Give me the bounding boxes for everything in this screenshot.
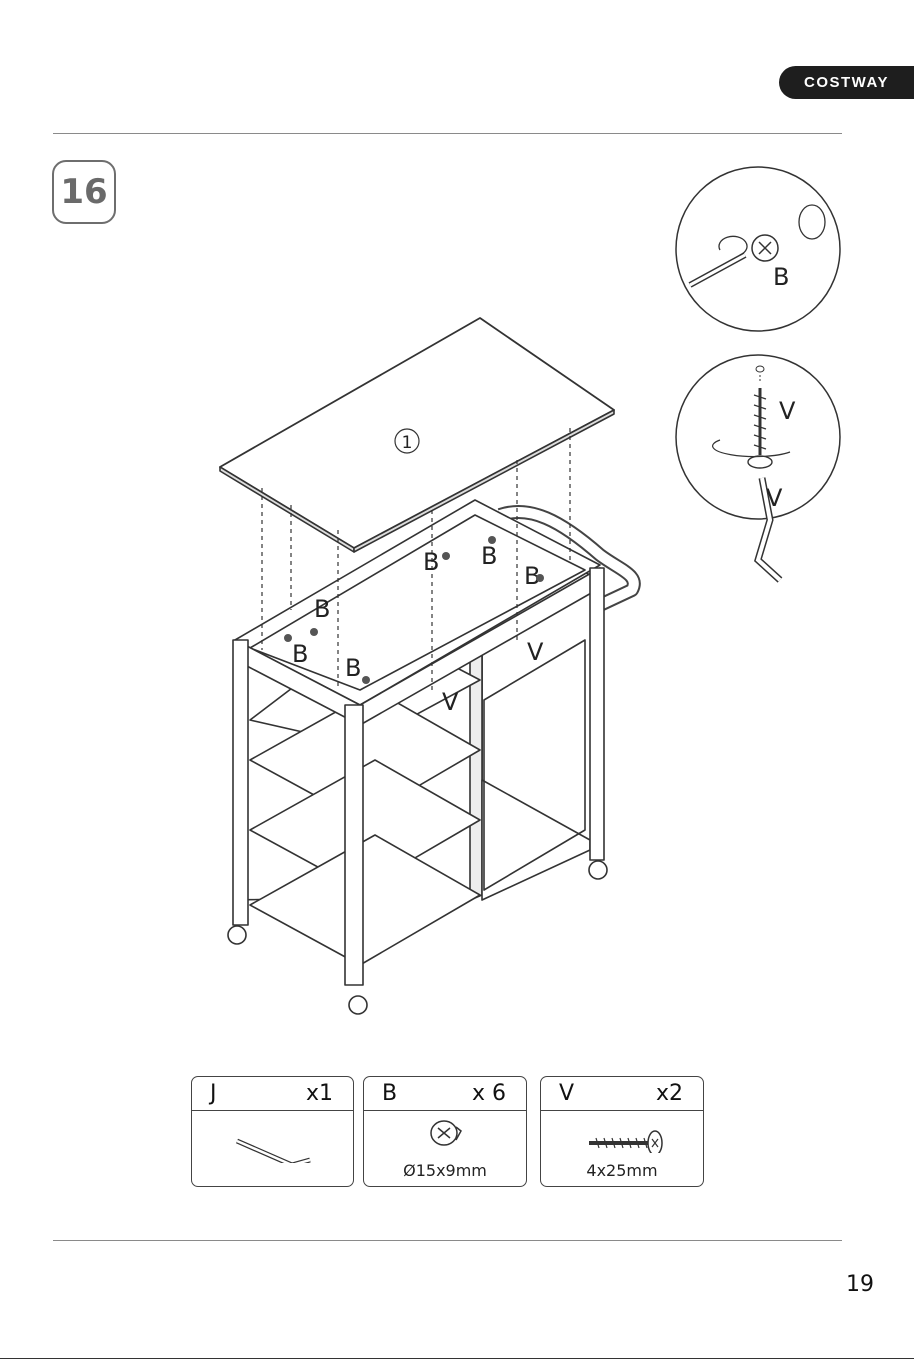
panel-number: 1 — [402, 433, 413, 453]
page-number: 19 — [846, 1272, 874, 1297]
caster-1 — [228, 926, 246, 944]
part-code: V — [559, 1081, 574, 1106]
leg-front — [345, 705, 363, 985]
cam-lock-icon — [364, 1113, 528, 1153]
detail-b-label: B — [773, 263, 789, 291]
table-top-panel — [220, 318, 614, 548]
callout-v: V — [527, 638, 544, 666]
detail-screw: V V — [676, 355, 840, 580]
part-quantity: x1 — [306, 1081, 333, 1106]
page-bottom-edge — [0, 1358, 914, 1359]
part-quantity: x 6 — [472, 1081, 506, 1106]
part-size: Ø15x9mm — [364, 1161, 526, 1180]
callout-v: V — [442, 688, 459, 716]
allen-key-icon — [192, 1113, 355, 1163]
screw-icon — [541, 1113, 705, 1153]
leg-front-right — [590, 568, 604, 860]
leg-back-left — [233, 640, 248, 925]
callout-b: B — [423, 548, 439, 576]
callout-b: B — [292, 640, 308, 668]
callout-b: B — [314, 595, 330, 623]
bottom-divider — [53, 1240, 842, 1241]
detail-v-label: V — [766, 484, 783, 512]
part-size: 4x25mm — [541, 1161, 703, 1180]
callout-b: B — [481, 542, 497, 570]
caster-3 — [589, 861, 607, 879]
part-code: B — [382, 1081, 397, 1106]
callout-b: B — [345, 654, 361, 682]
part-code: J — [210, 1081, 217, 1106]
detail-v-label: V — [779, 397, 796, 425]
detail-cam-lock: B — [676, 167, 840, 331]
caster-2 — [349, 996, 367, 1014]
part-quantity: x2 — [656, 1081, 683, 1106]
